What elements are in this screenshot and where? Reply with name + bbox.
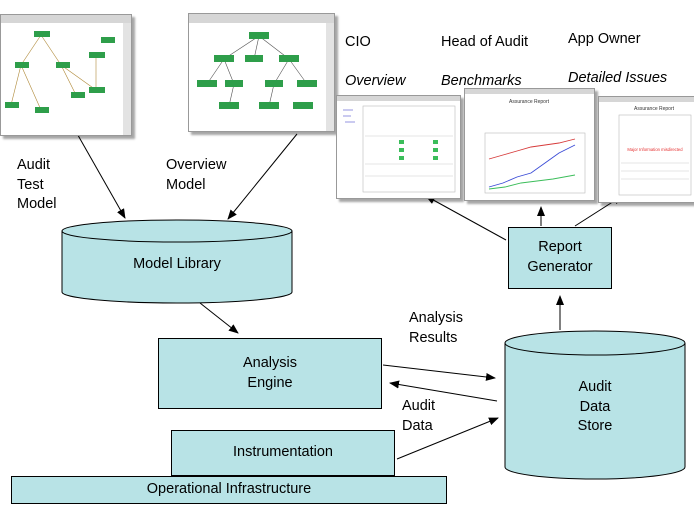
audit-data-store-cylinder [504,330,686,480]
analysis-engine-label: Analysis Engine [243,354,297,391]
audience-app-owner: App Owner Detailed Issues [568,10,667,108]
audience-cio-view: Overview [345,72,406,89]
issues-report-alert: Major Information misdirected [627,147,683,152]
audit-test-model-screenshot [0,14,132,136]
instrumentation-label: Instrumentation [233,444,333,461]
cio-overview-report-screenshot [336,95,461,199]
audience-head-of-audit-view: Benchmarks [441,72,522,89]
audience-app-owner-view: Detailed Issues [568,69,668,86]
audience-head-of-audit-role: Head of Audit [441,33,529,50]
arrow-instrumentation-to-store [396,417,499,460]
arrow-library-to-engine [199,302,239,334]
audit-test-model-label: Audit Test Model [17,157,57,213]
audit-data-store-label: Audit Data Store [577,379,613,435]
arrow-overview-to-library [227,133,298,220]
audit-data-label: Audit Data [402,398,436,434]
overview-model-screenshot [188,13,335,132]
report-generator-box: Report Generator [508,227,612,289]
overview-model-label: Overview Model [166,157,227,193]
model-library-label: Model Library [133,256,221,272]
operational-infrastructure-box: Operational Infrastructure [11,476,447,504]
instrumentation-box: Instrumentation [171,430,395,476]
detailed-issues-report-screenshot: Assurance Report Major Information misdi… [598,96,694,203]
arrow-audit-test-to-library [74,129,126,219]
analysis-results-label: Analysis Results [409,310,463,346]
audience-cio: CIO Overview [345,13,405,111]
audience-cio-role: CIO [345,33,371,50]
audience-head-of-audit: Head of Audit Benchmarks [441,13,528,111]
operational-infrastructure-label: Operational Infrastructure [146,481,312,498]
analysis-engine-box: Analysis Engine [158,338,382,409]
report-generator-label: Report Generator [527,239,593,275]
arrow-engine-to-store [382,364,496,381]
benchmarks-report-title: Assurance Report [509,99,550,105]
arrow-store-to-engine [389,380,498,402]
model-library-cylinder [61,219,293,304]
benchmarks-report-screenshot: Assurance Report [464,88,595,201]
audience-app-owner-role: App Owner [568,30,641,47]
arrow-generator-to-cio [425,195,507,241]
issues-report-title: Assurance Report [634,106,675,112]
